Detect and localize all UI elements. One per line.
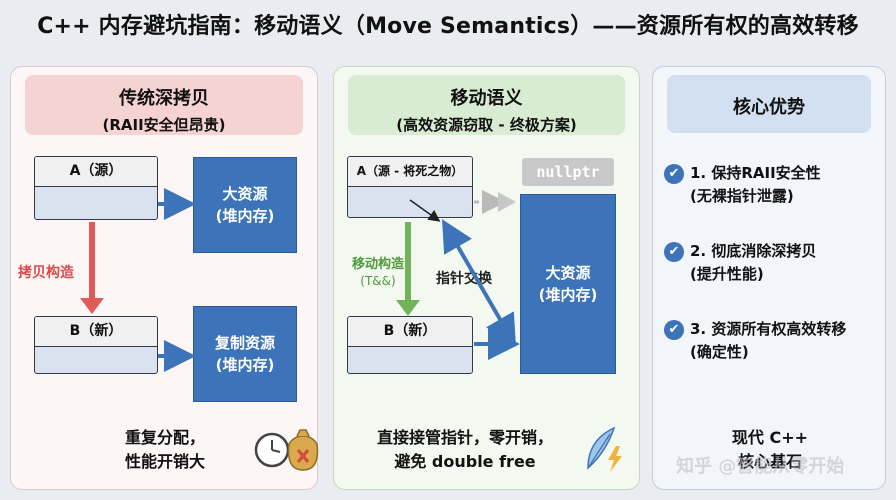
resource-a-line1: 大资源 (222, 185, 268, 203)
advantage-3-note: (确定性) (690, 343, 749, 361)
advantage-item: ✔ 2. 彻底消除深拷贝 (提升性能) (664, 240, 874, 286)
object-a-label: A（源） (35, 157, 157, 187)
advantage-1-note: (无裸指针泄露) (690, 187, 794, 205)
deep-copy-heading: 传统深拷贝 (119, 88, 209, 109)
advantages-panel: 核心优势 (652, 66, 886, 490)
copied-resource-line1: 复制资源 (214, 334, 275, 352)
deep-copy-panel: 传统深拷贝 (RAII安全但昂贵) (10, 66, 318, 490)
deep-copy-footer-line1: 重复分配， (124, 428, 205, 447)
deep-copy-footer: 重复分配， 性能开销大 (100, 426, 230, 474)
advantage-2-title: 2. 彻底消除深拷贝 (690, 242, 817, 260)
clock-icon (254, 432, 290, 468)
null-arrow-head (498, 192, 516, 212)
move-arrow-head (396, 300, 420, 316)
advantages-footer-line2: 核心基石 (737, 452, 802, 471)
large-resource-a: 大资源 (堆内存) (193, 157, 297, 253)
move-semantics-header: 移动语义 (高效资源窃取 - 终极方案) (348, 75, 625, 135)
nullptr-box: nullptr (522, 158, 614, 186)
moved-resource-line2: (堆内存) (538, 286, 598, 304)
pointer-indicator-arrow (409, 199, 441, 222)
deep-copy-header: 传统深拷贝 (RAII安全但昂贵) (25, 75, 303, 135)
feather-lightning-icon (587, 426, 622, 472)
copied-resource: 复制资源 (堆内存) (193, 306, 297, 402)
object-a-dying: A（源 - 将死之物） (347, 156, 473, 218)
move-footer-line2: 避免 double free (394, 452, 536, 471)
check-circle-icon: ✔ (664, 164, 684, 184)
watermark: 知乎 @智能从零开始 (676, 456, 845, 477)
move-footer: 直接接管指针，零开销， 避免 double free (350, 426, 580, 474)
copied-resource-line2: (堆内存) (215, 356, 275, 374)
move-construct-line1: 移动构造 (351, 257, 404, 272)
resource-a-line2: (堆内存) (215, 207, 275, 225)
advantage-1-title: 1. 保持RAII安全性 (690, 164, 821, 182)
pointer-swap-arrow (441, 219, 517, 347)
advantage-3-title: 3. 资源所有权高效转移 (690, 320, 847, 338)
advantage-item: ✔ 3. 资源所有权高效转移 (确定性) (664, 318, 874, 364)
move-semantics-subheading: (高效资源窃取 - 终极方案) (396, 116, 577, 134)
move-construct-label: 移动构造 (T&&) (343, 256, 413, 290)
moved-resource-line1: 大资源 (545, 264, 591, 282)
advantages-heading: 核心优势 (733, 97, 805, 118)
advantages-header: 核心优势 (667, 75, 871, 133)
advantages-footer-line1: 现代 C++ (731, 428, 809, 447)
money-bag-icon (287, 429, 319, 471)
object-b-new: B（新） (34, 316, 158, 374)
object-a-dying-label: A（源 - 将死之物） (348, 157, 472, 187)
move-footer-line1: 直接接管指针，零开销， (376, 428, 553, 447)
deep-copy-subheading: (RAII安全但昂贵) (102, 116, 226, 134)
copy-construct-label: 拷贝构造 (18, 265, 74, 281)
page-title: C++ 内存避坑指南：移动语义（Move Semantics）——资源所有权的高… (37, 14, 859, 39)
check-circle-icon: ✔ (664, 242, 684, 262)
check-circle-icon: ✔ (664, 320, 684, 340)
advantage-2-note: (提升性能) (690, 265, 764, 283)
move-construct-line2: (T&&) (360, 274, 396, 288)
advantage-item: ✔ 1. 保持RAII安全性 (无裸指针泄露) (664, 162, 874, 208)
move-semantics-heading: 移动语义 (450, 88, 523, 109)
copy-arrow-head (80, 298, 104, 314)
advantages-footer: 现代 C++ 核心基石 (700, 426, 840, 474)
object-a-source: A（源） (34, 156, 158, 220)
moved-large-resource: 大资源 (堆内存) (520, 194, 616, 374)
deep-copy-footer-line2: 性能开销大 (124, 452, 205, 471)
object-b-label: B（新） (35, 317, 157, 347)
